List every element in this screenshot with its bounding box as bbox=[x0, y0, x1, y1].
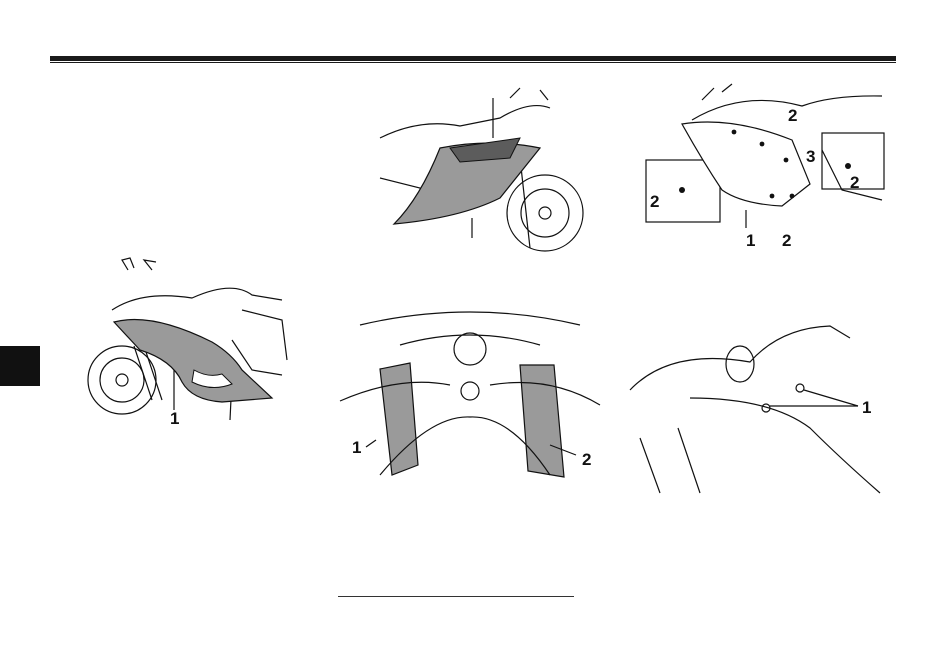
figure-top-center-panels bbox=[380, 78, 590, 258]
callout-2-label: 2 bbox=[582, 450, 591, 469]
figure-cover-screws: 1 bbox=[630, 318, 886, 498]
figure-top-right-bolts: 2 3 2 2 1 2 bbox=[642, 80, 892, 260]
chapter-tab-marker bbox=[0, 346, 40, 386]
callout-3-label: 3 bbox=[806, 147, 815, 166]
callout-2-bottom-label: 2 bbox=[782, 231, 791, 250]
header-rule bbox=[50, 56, 896, 61]
figure-left-fairing: 1 bbox=[82, 250, 292, 430]
footer-rule bbox=[338, 596, 574, 597]
motorcycle-right-illustration bbox=[380, 78, 590, 258]
handlebar-illustration: 1 2 bbox=[340, 305, 600, 485]
callout-1-label: 1 bbox=[170, 409, 179, 428]
cover-screws-illustration: 1 bbox=[630, 318, 886, 498]
callout-2-top-label: 2 bbox=[788, 106, 797, 125]
callout-2-right-label: 2 bbox=[850, 173, 859, 192]
callout-1-label: 1 bbox=[352, 438, 361, 457]
callout-2-left-label: 2 bbox=[650, 192, 659, 211]
callout-1-label: 1 bbox=[862, 398, 871, 417]
callout-1-label: 1 bbox=[746, 231, 755, 250]
figure-handlebar-panels: 1 2 bbox=[340, 305, 600, 485]
fairing-bolts-illustration: 2 3 2 2 1 2 bbox=[642, 80, 892, 260]
motorcycle-left-illustration: 1 bbox=[82, 250, 292, 430]
